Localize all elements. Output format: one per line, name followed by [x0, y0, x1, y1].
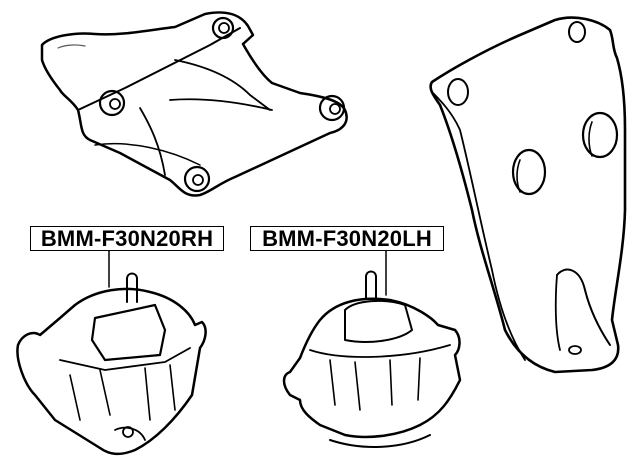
part-label-rh: BMM-F30N20RH	[30, 226, 224, 251]
part-label-lh: BMM-F30N20LH	[250, 226, 444, 251]
upper-bracket-drawing	[40, 11, 348, 197]
mount-lh-drawing	[282, 250, 462, 448]
side-bracket-drawing	[429, 16, 627, 374]
mount-rh-drawing	[16, 250, 207, 456]
